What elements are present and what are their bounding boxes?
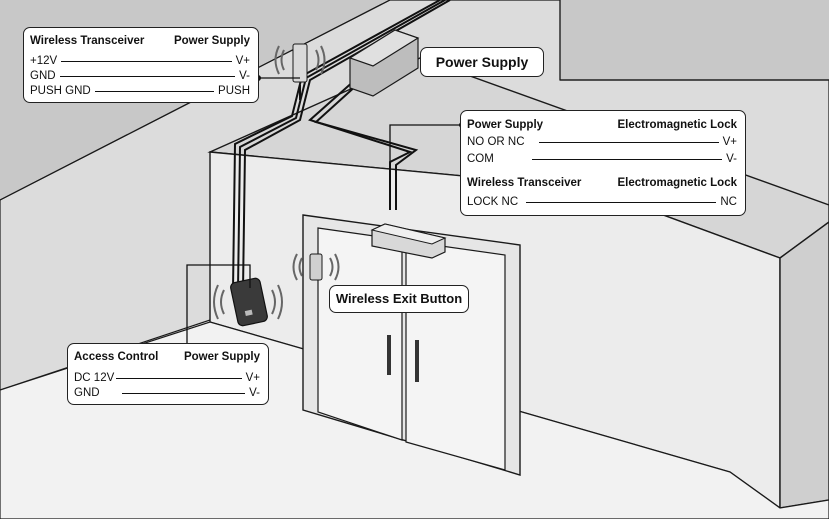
- power-supply-title: Power Supply: [173, 35, 250, 47]
- power-supply-title: Power Supply: [467, 119, 544, 131]
- power-lock-box: Power Supply Electromagnetic Lock NO OR …: [460, 110, 746, 216]
- transceiver-title: Wireless Transceiver: [30, 35, 145, 47]
- lock-title: Electromagnetic Lock: [617, 119, 737, 131]
- access-control-device: [213, 277, 283, 327]
- electromagnetic-lock-device: [370, 223, 447, 259]
- power-supply-device: [348, 29, 420, 97]
- wireless-exit-button-device: [292, 253, 340, 281]
- wall-side: [779, 221, 829, 509]
- door-right-leaf: [405, 240, 506, 471]
- wireless-transceiver-device: [274, 43, 326, 83]
- power-supply-label: Power Supply: [420, 47, 544, 77]
- access-control-title: Access Control: [74, 351, 159, 363]
- leader-lines: [186, 77, 462, 350]
- wireless-exit-button-label: Wireless Exit Button: [329, 285, 469, 313]
- lock-title: Electromagnetic Lock: [617, 177, 737, 189]
- power-supply-title: Power Supply: [183, 351, 260, 363]
- transceiver-title: Wireless Transceiver: [467, 177, 582, 189]
